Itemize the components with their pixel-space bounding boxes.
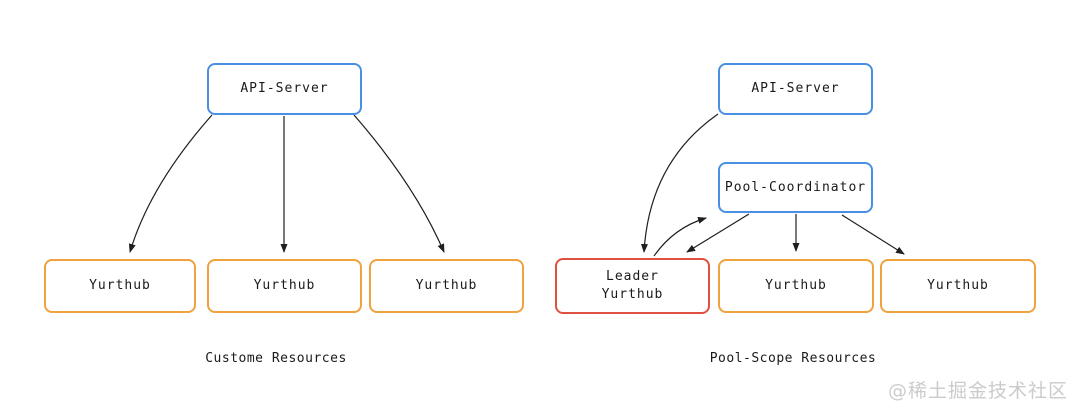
arrow-pool-coordinator-to-yurthub3 — [841, 214, 905, 255]
node-pool-coordinator: Pool-Coordinator — [718, 162, 873, 213]
node-yurthub-left-3: Yurthub — [369, 259, 524, 313]
node-yurthub-right-3: Yurthub — [880, 259, 1036, 313]
caption-custome-resources: Custome Resources — [205, 351, 347, 366]
arrow-pool-coordinator-to-leader-yurthub — [686, 213, 750, 253]
node-yurthub-right-2: Yurthub — [718, 259, 874, 313]
arrow-right-api-to-leader-yurthub — [640, 113, 719, 253]
node-yurthub-left-1: Yurthub — [44, 259, 196, 313]
arrow-left-api-to-yurthub1 — [128, 114, 213, 253]
node-yurthub-left-2: Yurthub — [207, 259, 362, 313]
node-api-server-left: API-Server — [207, 63, 362, 115]
watermark-text: @稀土掘金技术社区 — [887, 380, 1068, 402]
caption-pool-scope-resources: Pool-Scope Resources — [709, 351, 877, 366]
node-leader-yurthub: Leader Yurthub — [555, 258, 710, 314]
node-api-server-right: API-Server — [718, 63, 873, 115]
arrow-leader-yurthub-to-pool-coordinator — [653, 216, 707, 257]
arrow-left-api-to-yurthub3 — [353, 114, 445, 253]
